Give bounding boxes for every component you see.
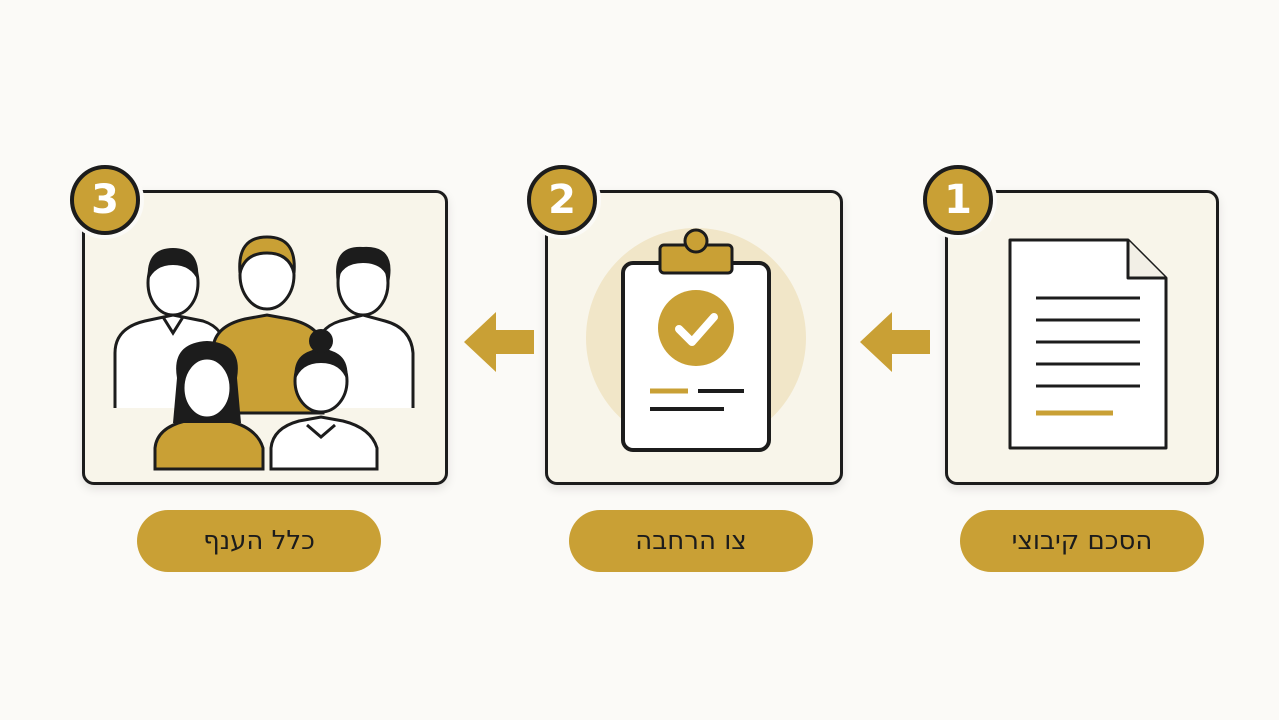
step-1-card xyxy=(945,190,1219,485)
step-1-badge: 1 xyxy=(923,165,993,235)
step-3-label: כלל הענף xyxy=(203,526,315,556)
people-group-icon xyxy=(113,235,415,471)
step-2-label-pill: צו הרחבה xyxy=(569,510,813,572)
step-1-label-pill: הסכם קיבוצי xyxy=(960,510,1204,572)
arrow-left-icon xyxy=(858,310,932,374)
step-2-label: צו הרחבה xyxy=(635,526,747,556)
step-3-badge: 3 xyxy=(70,165,140,235)
step-1-label: הסכם קיבוצי xyxy=(1011,526,1153,556)
step-2-number: 2 xyxy=(548,177,576,223)
step-3-number: 3 xyxy=(91,177,119,223)
step-3-label-pill: כלל הענף xyxy=(137,510,381,572)
step-3-card xyxy=(82,190,448,485)
arrow-left-icon xyxy=(462,310,536,374)
step-2-card xyxy=(545,190,843,485)
step-2-badge: 2 xyxy=(527,165,597,235)
step-1-number: 1 xyxy=(944,177,972,223)
document-icon xyxy=(1008,238,1168,450)
clipboard-check-icon xyxy=(586,228,806,452)
